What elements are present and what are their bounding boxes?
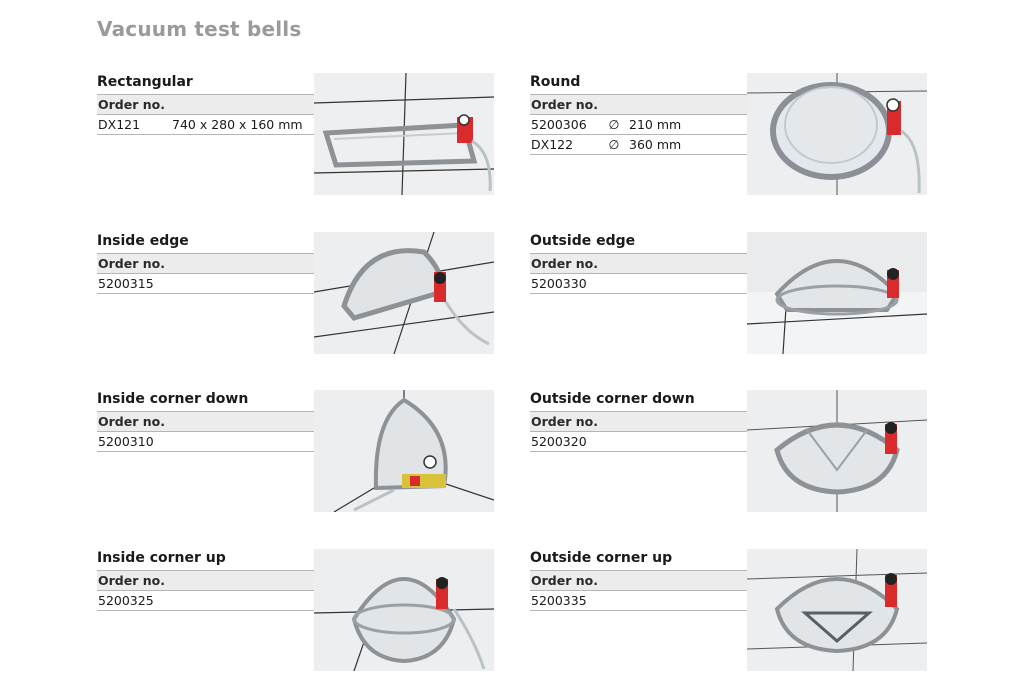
order-dimension: 360 mm — [629, 137, 682, 152]
order-header: Order no. — [530, 571, 747, 591]
product-info: Round Order no. 5200306 ∅ 210 mm DX122 ∅… — [530, 73, 747, 155]
order-code: 5200330 — [531, 276, 587, 291]
order-dimension: 210 mm — [629, 117, 682, 132]
product-info: Inside corner down Order no. 5200310 — [97, 390, 314, 452]
order-code: DX122 — [531, 137, 574, 152]
order-header: Order no. — [530, 254, 747, 274]
outside-corner-down-bell-icon — [747, 390, 927, 512]
order-header: Order no. — [97, 412, 314, 432]
order-row: 5200320 — [530, 432, 747, 452]
order-header: Order no. — [97, 254, 314, 274]
order-row: DX122 ∅ 360 mm — [530, 135, 747, 155]
product-name: Inside edge — [97, 232, 314, 254]
outside-edge-bell-icon — [747, 232, 927, 354]
order-code: 5200335 — [531, 593, 587, 608]
product-name: Rectangular — [97, 73, 314, 95]
product-name: Outside edge — [530, 232, 747, 254]
order-dimension: 740 x 280 x 160 mm — [172, 117, 303, 132]
order-row: 5200310 — [97, 432, 314, 452]
product-info: Outside edge Order no. 5200330 — [530, 232, 747, 294]
product-outside-corner-down: Outside corner down Order no. 5200320 — [530, 390, 928, 514]
product-inside-corner-down: Inside corner down Order no. 5200310 — [97, 390, 495, 514]
order-row: 5200315 — [97, 274, 314, 294]
order-row: 5200306 ∅ 210 mm — [530, 115, 747, 135]
product-inside-edge: Inside edge Order no. 5200315 — [97, 232, 495, 356]
order-code: 5200310 — [98, 434, 154, 449]
order-row: DX121 740 x 280 x 160 mm — [97, 115, 314, 135]
order-header: Order no. — [97, 571, 314, 591]
order-header: Order no. — [530, 412, 747, 432]
product-outside-edge: Outside edge Order no. 5200330 — [530, 232, 928, 356]
product-name: Outside corner down — [530, 390, 747, 412]
order-header: Order no. — [97, 95, 314, 115]
product-rectangular: Rectangular Order no. DX121 740 x 280 x … — [97, 73, 495, 197]
inside-corner-down-bell-icon — [314, 390, 494, 512]
diameter-icon: ∅ — [608, 137, 620, 152]
order-header: Order no. — [530, 95, 747, 115]
product-name: Round — [530, 73, 747, 95]
product-info: Inside edge Order no. 5200315 — [97, 232, 314, 294]
rectangular-bell-icon — [314, 73, 494, 195]
product-info: Rectangular Order no. DX121 740 x 280 x … — [97, 73, 314, 135]
round-bell-icon — [747, 73, 927, 195]
product-inside-corner-up: Inside corner up Order no. 5200325 — [97, 549, 495, 673]
product-round: Round Order no. 5200306 ∅ 210 mm DX122 ∅… — [530, 73, 928, 197]
order-code: 5200325 — [98, 593, 154, 608]
product-name: Outside corner up — [530, 549, 747, 571]
order-row: 5200325 — [97, 591, 314, 611]
outside-corner-up-bell-icon — [747, 549, 927, 671]
order-code: 5200306 — [531, 117, 587, 132]
product-info: Outside corner down Order no. 5200320 — [530, 390, 747, 452]
diameter-icon: ∅ — [608, 117, 620, 132]
inside-edge-bell-icon — [314, 232, 494, 354]
product-outside-corner-up: Outside corner up Order no. 5200335 — [530, 549, 928, 673]
order-row: 5200330 — [530, 274, 747, 294]
order-code: 5200320 — [531, 434, 587, 449]
product-info: Outside corner up Order no. 5200335 — [530, 549, 747, 611]
inside-corner-up-bell-icon — [314, 549, 494, 671]
order-code: DX121 — [98, 117, 141, 132]
order-code: 5200315 — [98, 276, 154, 291]
product-info: Inside corner up Order no. 5200325 — [97, 549, 314, 611]
page-title: Vacuum test bells — [97, 17, 302, 41]
product-name: Inside corner up — [97, 549, 314, 571]
product-name: Inside corner down — [97, 390, 314, 412]
order-row: 5200335 — [530, 591, 747, 611]
